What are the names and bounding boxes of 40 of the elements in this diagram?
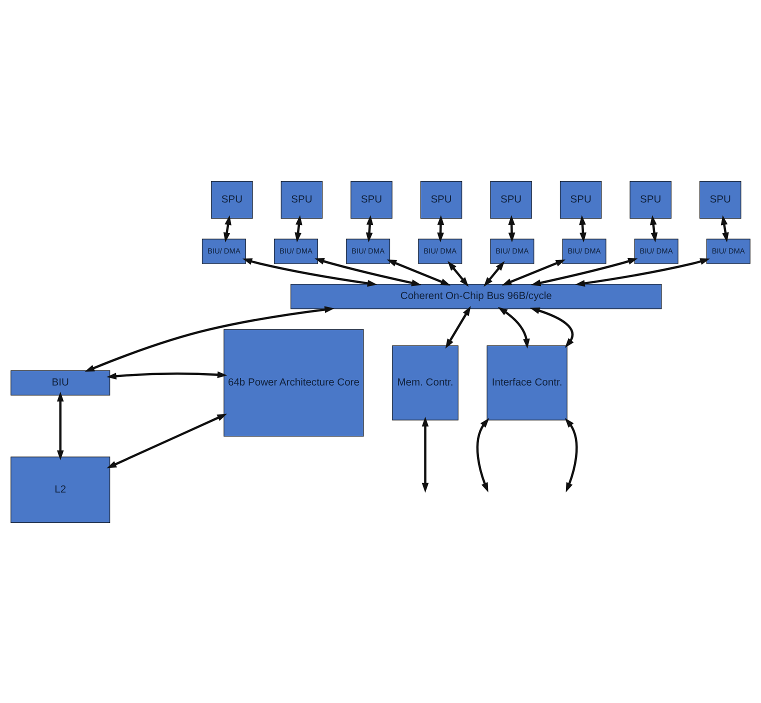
node-box: SPU: [211, 180, 253, 218]
arrow: [484, 260, 505, 286]
arrow: [223, 214, 232, 242]
node-box: SPU: [350, 180, 392, 218]
node-box: SPU: [280, 180, 323, 218]
arrow: [579, 214, 586, 242]
arrow: [106, 370, 228, 380]
node-box: SPU: [560, 180, 602, 218]
arrow: [242, 258, 378, 286]
arrow: [84, 306, 334, 372]
arrow: [530, 258, 638, 286]
node-box: Mem. Contr.: [392, 344, 458, 420]
arrow: [575, 258, 710, 286]
node-box: SPU: [699, 180, 742, 218]
arrow: [508, 214, 516, 242]
arrow: [498, 306, 530, 348]
arrow: [502, 259, 566, 286]
node-box: SPU: [630, 180, 672, 218]
arrow: [386, 259, 451, 286]
arrow: [476, 417, 490, 492]
node-box: Interface Contr.: [486, 344, 568, 420]
node-box: L2: [10, 456, 110, 522]
arrow: [422, 416, 429, 492]
node-box: 64b Power Architecture Core: [224, 328, 364, 436]
arrow: [530, 306, 574, 348]
node-box: BIU: [10, 370, 110, 395]
arrow: [720, 214, 729, 242]
arrow: [564, 417, 578, 492]
node-box: Coherent On-Chip Bus 96B/cycle: [290, 283, 662, 309]
arrow: [294, 214, 302, 242]
arrow: [445, 305, 471, 348]
arrow: [106, 413, 228, 468]
node-box: SPU: [490, 180, 532, 218]
arrow: [437, 214, 444, 242]
arrow: [650, 214, 658, 242]
arrow: [56, 391, 64, 460]
node-box: SPU: [420, 180, 462, 218]
arrow: [366, 214, 374, 242]
arrow: [314, 258, 422, 286]
arrow: [448, 260, 469, 286]
